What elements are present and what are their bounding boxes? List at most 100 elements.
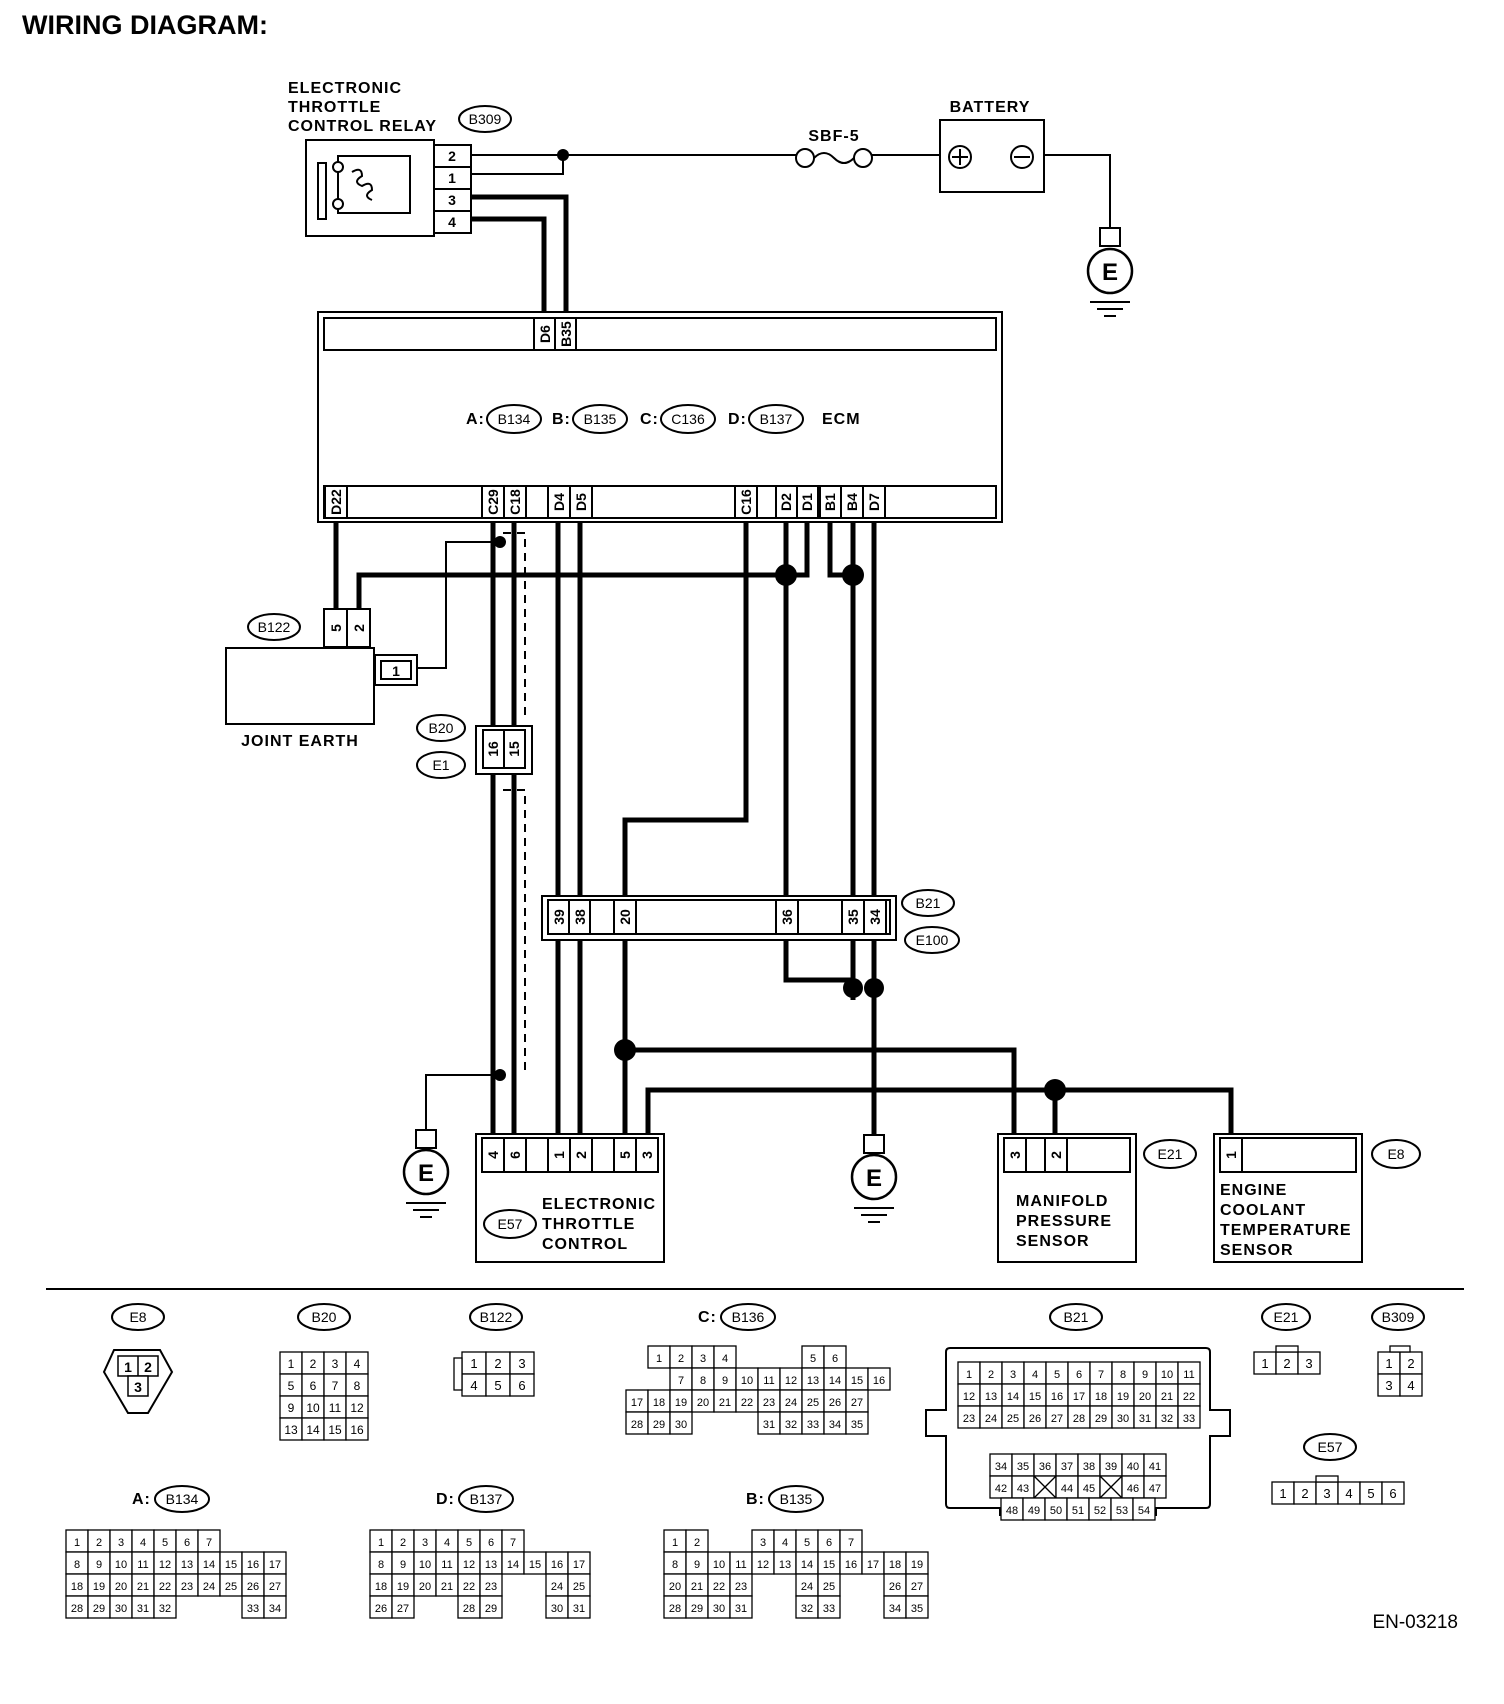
pin-number: 21 (441, 1581, 453, 1593)
pin-number: 2 (1283, 1356, 1290, 1371)
pin-number: 16 (247, 1559, 259, 1571)
pin-number: 38 (1083, 1461, 1095, 1473)
svg-text:1: 1 (124, 1359, 132, 1375)
ect-pin: 1 (1223, 1151, 1239, 1159)
pin-cell (153, 1595, 177, 1619)
pin-number: 25 (823, 1581, 835, 1593)
pin-cell (1297, 1351, 1321, 1375)
ecm-conn-id: C136 (671, 411, 705, 427)
pin-number: 4 (1032, 1369, 1038, 1381)
pin-number: 27 (851, 1397, 863, 1409)
pin-number: 6 (310, 1379, 317, 1393)
pin-number: 24 (551, 1581, 563, 1593)
pin-number: 31 (137, 1603, 149, 1615)
pin-number: 33 (807, 1419, 819, 1431)
pin-number: 26 (247, 1581, 259, 1593)
pin-number: 18 (889, 1559, 901, 1571)
pin-number: 7 (510, 1537, 516, 1549)
pin-number: 29 (1095, 1413, 1107, 1425)
ecm-conn-prefix: D: (728, 411, 747, 428)
pin-number: 10 (713, 1559, 725, 1571)
view-conn-id: E21 (1274, 1309, 1299, 1325)
ecm-pin: B1 (822, 493, 838, 511)
ecm-conn-prefix: C: (640, 411, 659, 428)
relay-label-line2: THROTTLE (288, 99, 381, 116)
etc-pin: 3 (639, 1151, 655, 1159)
ecm-pin: D7 (866, 493, 882, 511)
pin-number: 10 (306, 1401, 320, 1415)
pin-number: 7 (1098, 1369, 1104, 1381)
pin-number: 49 (1028, 1505, 1040, 1517)
pin-number: 53 (1116, 1505, 1128, 1517)
pin-cell (1381, 1481, 1405, 1505)
pin-number: 22 (741, 1397, 753, 1409)
pin-cell (845, 1411, 869, 1435)
view-conn-id: E8 (129, 1309, 146, 1325)
pin-number: 28 (1073, 1413, 1085, 1425)
svg-text:3: 3 (134, 1379, 142, 1395)
pin-number: 14 (306, 1423, 320, 1437)
pin-cell (345, 1417, 369, 1441)
pin-number: 22 (713, 1581, 725, 1593)
pin-number: 1 (1279, 1486, 1286, 1501)
pin-number: 6 (826, 1537, 832, 1549)
pin-number: 6 (1389, 1486, 1396, 1501)
pin-number: 20 (115, 1581, 127, 1593)
pin-number: 28 (631, 1419, 643, 1431)
pin-number: 32 (801, 1603, 813, 1615)
pin-number: 1 (1385, 1356, 1392, 1371)
pin-number: 48 (1006, 1505, 1018, 1517)
pin-number: 6 (832, 1353, 838, 1365)
pin-cell (391, 1595, 415, 1619)
view-conn-id: B135 (780, 1491, 813, 1507)
b20-connector-id: B20 (429, 720, 454, 736)
joint-earth-connector-id: B122 (258, 619, 291, 635)
ecm-label: ECM (822, 411, 861, 428)
pin-cell (817, 1595, 841, 1619)
pin-number: 1 (378, 1537, 384, 1549)
pin-number: 16 (350, 1423, 364, 1437)
pin-number: 37 (1061, 1461, 1073, 1473)
pin-number: 26 (889, 1581, 901, 1593)
pin-number: 13 (807, 1375, 819, 1387)
pin-cell (567, 1595, 591, 1619)
pin-number: 35 (911, 1603, 923, 1615)
etc-pin: 2 (573, 1151, 589, 1159)
pin-number: 54 (1138, 1505, 1150, 1517)
b21-pin: 38 (572, 909, 588, 925)
pin-number: 13 (284, 1423, 298, 1437)
pin-number: 12 (963, 1391, 975, 1403)
pin-number: 33 (247, 1603, 259, 1615)
pin-number: 30 (115, 1603, 127, 1615)
pin-number: 14 (829, 1375, 841, 1387)
ecm-pin: C18 (507, 489, 523, 515)
pin-number: 17 (867, 1559, 879, 1571)
pin-number: 12 (757, 1559, 769, 1571)
etc-pin: 6 (507, 1151, 523, 1159)
pin-number: 15 (1029, 1391, 1041, 1403)
electronic-throttle-control: 4 6 1 2 5 3 ELECTRONIC THROTTLE CONTROL … (475, 1133, 665, 1263)
pin-number: 2 (310, 1357, 317, 1371)
pin-number: 12 (350, 1401, 364, 1415)
ecm-conn-id: B134 (498, 411, 531, 427)
view-conn-id: B122 (480, 1309, 513, 1325)
ecm-bottom-pins: D22 C29 C18 D4 D5 C16 D2 D1 B1 B4 D7 (324, 485, 886, 519)
pin-number: 40 (1127, 1461, 1139, 1473)
pin-number: 3 (1305, 1356, 1312, 1371)
pin-number: 24 (203, 1581, 215, 1593)
pin-number: 22 (463, 1581, 475, 1593)
view-conn-id: B20 (312, 1309, 337, 1325)
b20-pin: 15 (506, 741, 522, 757)
joint-earth-pin: 2 (351, 624, 367, 632)
pin-cell (867, 1367, 891, 1391)
pin-number: 22 (1183, 1391, 1195, 1403)
diagram-title: WIRING DIAGRAM: (22, 10, 268, 40)
pin-number: 1 (672, 1537, 678, 1549)
pin-number: 11 (1183, 1369, 1194, 1381)
pin-number: 19 (911, 1559, 923, 1571)
pin-number: 4 (722, 1353, 728, 1365)
pin-number: 12 (463, 1559, 475, 1571)
earth-symbol-mid: E (850, 1134, 898, 1223)
etc-label-line3: CONTROL (542, 1236, 628, 1253)
pin-number: 6 (518, 1378, 525, 1393)
